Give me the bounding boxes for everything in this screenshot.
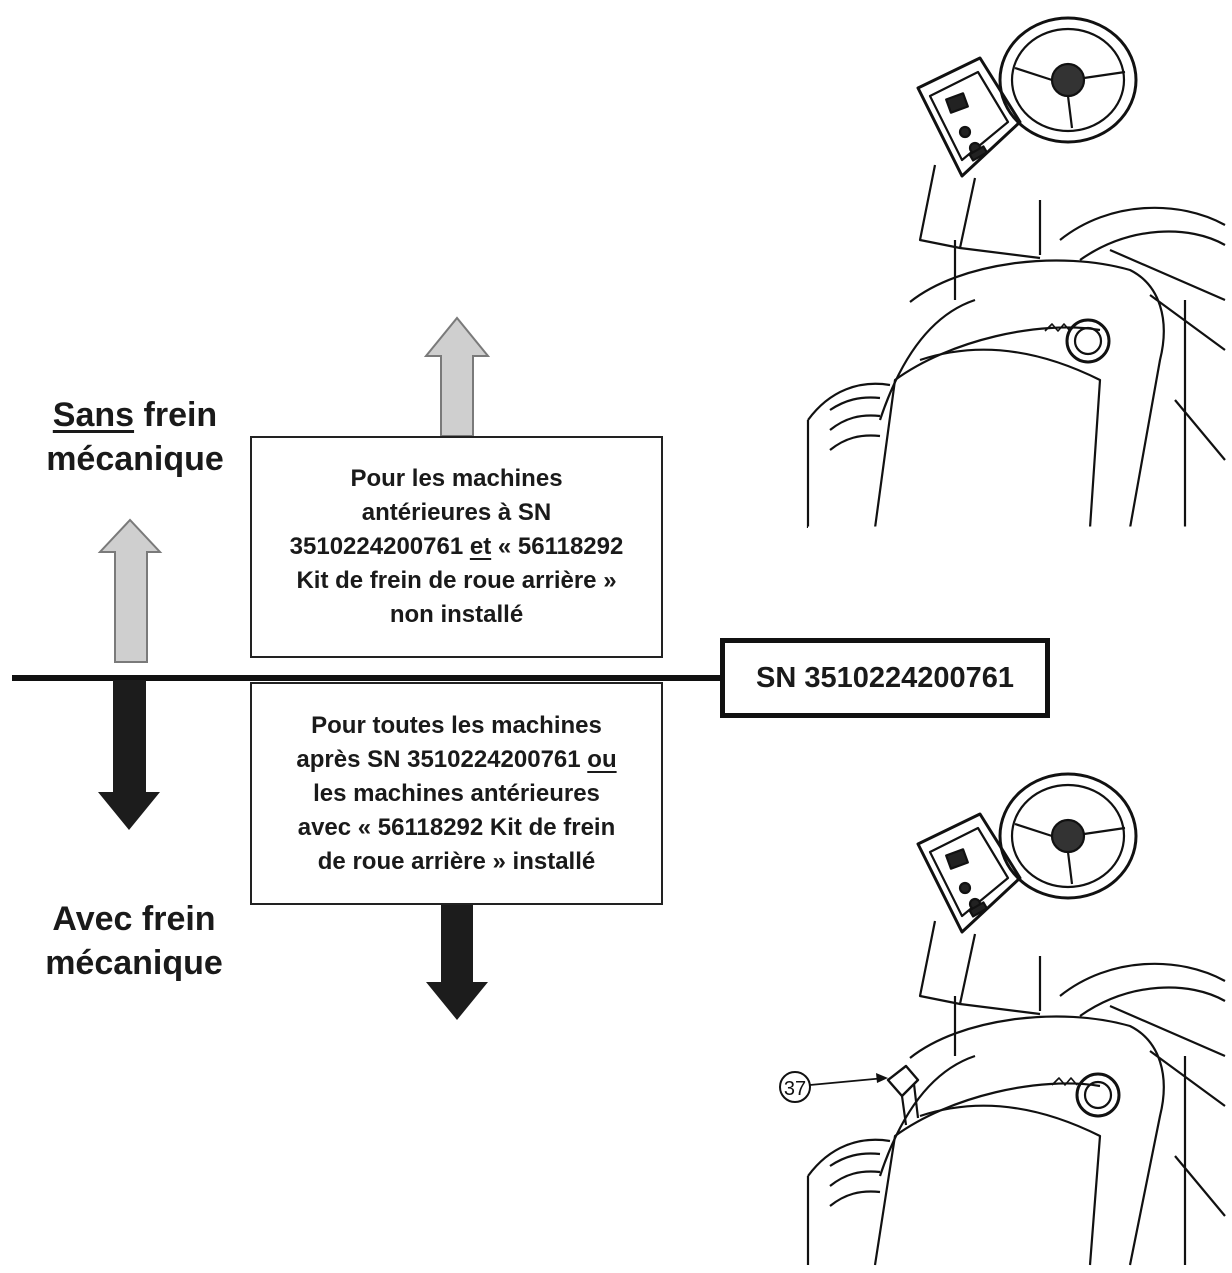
lower-box-line2-pre: après SN 3510224200761 bbox=[296, 745, 588, 773]
center-up-arrow bbox=[423, 316, 491, 437]
upper-box-line2: antérieures à SN bbox=[361, 499, 552, 526]
lower-box-line3: les machines antérieures bbox=[313, 779, 600, 807]
left-up-arrow bbox=[97, 518, 163, 663]
lower-box-line2-underlined: ou bbox=[587, 745, 617, 773]
callout-37 bbox=[779, 1071, 888, 1103]
label-without-brake-underlined: Sans bbox=[52, 396, 135, 434]
label-without-brake-rest: frein bbox=[143, 396, 218, 434]
lower-box-line2: après SN 3510224200761 ou bbox=[296, 743, 616, 777]
lower-box-line5: de roue arrière » installé bbox=[317, 847, 596, 875]
upper-box-line3-pre: 3510224200761 bbox=[289, 533, 470, 560]
lower-box-line1: Pour toutes les machines bbox=[311, 711, 602, 739]
upper-box-line4: Kit de frein de roue arrière » bbox=[296, 567, 617, 594]
center-down-arrow bbox=[426, 905, 488, 1020]
label-without-brake: Sans frein mécanique bbox=[40, 393, 230, 481]
left-down-arrow bbox=[98, 680, 160, 830]
upper-box-line3-underlined: et bbox=[469, 533, 492, 560]
upper-condition-box: Pour les machines antérieures à SN 35102… bbox=[250, 436, 663, 658]
upper-box-line1: Pour les machines bbox=[350, 465, 563, 492]
serial-number-box: SN 3510224200761 bbox=[720, 638, 1050, 718]
lower-condition-box: Pour toutes les machines après SN 351022… bbox=[250, 682, 663, 905]
machine-illustration-without-brake bbox=[806, 16, 1226, 530]
brake-pedal bbox=[886, 1064, 920, 1098]
label-with-brake-line1: Avec frein bbox=[52, 900, 216, 938]
label-with-brake-line2: mécanique bbox=[45, 944, 223, 982]
label-without-brake-line2: mécanique bbox=[46, 440, 224, 478]
lower-box-line4: avec « 56118292 Kit de frein bbox=[297, 813, 616, 841]
machine-illustration-with-brake bbox=[806, 772, 1226, 1266]
upper-box-line5: non installé bbox=[389, 601, 524, 628]
callout-number: 37 bbox=[784, 1078, 806, 1100]
serial-number-text: SN 3510224200761 bbox=[755, 661, 1014, 694]
upper-box-line3: 3510224200761 et « 56118292 bbox=[290, 530, 624, 564]
label-with-brake: Avec frein mécanique bbox=[36, 897, 232, 985]
upper-box-line3-post: « 56118292 bbox=[491, 533, 624, 560]
